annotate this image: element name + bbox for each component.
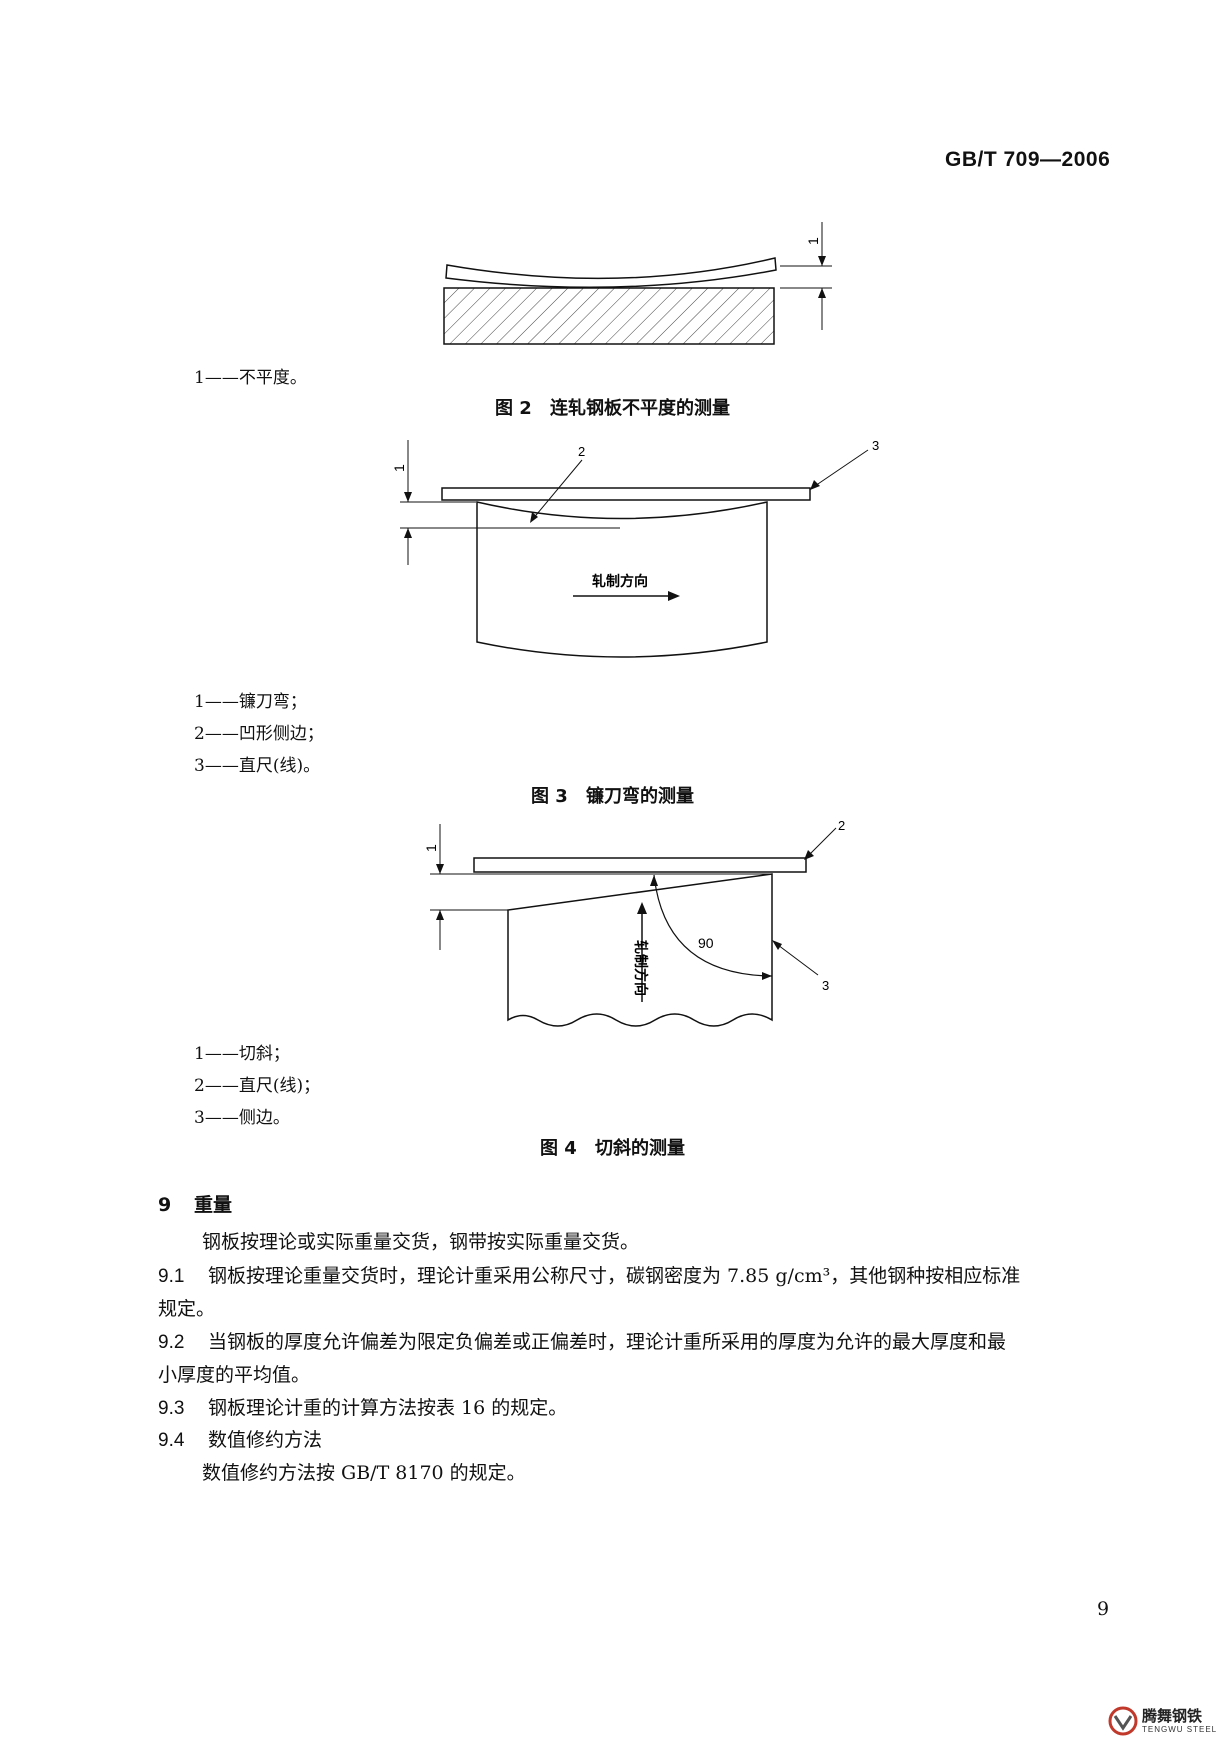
section-heading: 9 重量 [158,1190,232,1217]
fig4-angle-arc [653,874,773,977]
section-number: 9 [158,1194,172,1216]
logo-text-en: TENGWU STEEL [1142,1725,1218,1734]
fig3-callout-1: 1 [391,464,407,472]
caption-title: 连轧钢板不平度的测量 [550,398,731,419]
clause-number: 9.2 [158,1332,185,1353]
fig4-legend: 1——切斜； 2——直尺(线)； 3——侧边。 [194,1038,320,1134]
section-intro: 钢板按理论或实际重量交货，钢带按实际重量交货。 [202,1231,640,1253]
caption-number: 图 4 [539,1138,577,1159]
clause-9-4: 9.4 数值修约方法 数值修约方法按 GB/T 8170 的规定。 [158,1424,1118,1489]
fig4-plate [507,873,773,1027]
caption-title: 切斜的测量 [595,1138,686,1159]
legend-item: 1——不平度。 [194,368,307,388]
figure2-diagram: 1 [443,222,832,345]
clause-continuation: 规定。 [158,1298,216,1320]
clause-text: 当钢板的厚度允许偏差为限定负偏差或正偏差时，理论计重所采用的厚度为允许的最大厚度… [208,1331,1007,1353]
fig2-base-block [443,287,775,345]
clause-number: 9.4 [158,1430,185,1451]
fig3-ruler [441,487,811,501]
clause-number: 9.3 [158,1398,185,1419]
fig2-legend: 1——不平度。 [194,362,307,394]
legend-item: 3——侧边。 [194,1108,290,1128]
standard-code: GB/T 709—2006 [945,148,1111,171]
fig4-callout-2: 2 [838,818,845,833]
legend-item: 1——切斜； [194,1044,290,1064]
page-number: 9 [1097,1598,1110,1620]
clause-number: 9.1 [158,1266,185,1287]
fig4-callout-1: 1 [423,844,439,852]
clause-text: 数值修约方法 [208,1429,323,1451]
fig4-direction-label: 轧制方向 [633,940,649,996]
clause-text: 钢板理论计重的计算方法按表 16 的规定。 [208,1397,568,1419]
clause-continuation: 小厚度的平均值。 [158,1364,311,1386]
watermark-logo: 腾舞钢铁 TENGWU STEEL [1108,1704,1216,1738]
fig4-callout-3: 3 [822,978,829,993]
fig2-callout-1: 1 [805,237,821,245]
fig3-caption: 图 3 镰刀弯的测量 [0,782,1225,808]
logo-icon [1108,1706,1138,1736]
legend-item: 2——凹形侧边； [194,724,324,744]
caption-title: 镰刀弯的测量 [586,786,695,807]
fig3-callout-2: 2 [578,444,585,459]
clause-9-2: 9.2 当钢板的厚度允许偏差为限定负偏差或正偏差时，理论计重所采用的厚度为允许的最… [158,1326,1118,1391]
legend-item: 2——直尺(线)； [194,1076,321,1096]
figure4-diagram: 1 90 轧制方向 2 3 [423,818,845,1027]
clause-9-1: 9.1 钢板按理论重量交货时，理论计重采用公称尺寸，碳钢密度为 7.85 g/cm… [158,1260,1118,1325]
fig4-angle-label: 90 [698,935,714,951]
fig3-legend: 1——镰刀弯； 2——凹形侧边； 3——直尺(线)。 [194,686,324,782]
fig2-curved-plate [445,257,777,289]
fig3-plate [476,501,768,658]
fig3-direction-label: 轧制方向 [592,573,648,589]
clause-9-3: 9.3 钢板理论计重的计算方法按表 16 的规定。 [158,1392,1118,1425]
clause-text: 钢板按理论重量交货时，理论计重采用公称尺寸，碳钢密度为 7.85 g/cm³，其… [208,1265,1021,1287]
legend-item: 3——直尺(线)。 [194,756,321,776]
fig4-caption: 图 4 切斜的测量 [0,1134,1225,1160]
fig3-callout-3: 3 [872,438,879,453]
clause-subtext: 数值修约方法按 GB/T 8170 的规定。 [202,1462,526,1484]
section-title: 重量 [194,1194,233,1216]
legend-item: 1——镰刀弯； [194,692,307,712]
fig2-caption: 图 2 连轧钢板不平度的测量 [0,394,1225,420]
figure3-diagram: 1 2 3 轧制方向 [391,438,879,658]
logo-text: 腾舞钢铁 [1142,1707,1203,1725]
caption-number: 图 3 [530,786,568,807]
fig4-ruler [473,857,807,873]
caption-number: 图 2 [494,398,532,419]
